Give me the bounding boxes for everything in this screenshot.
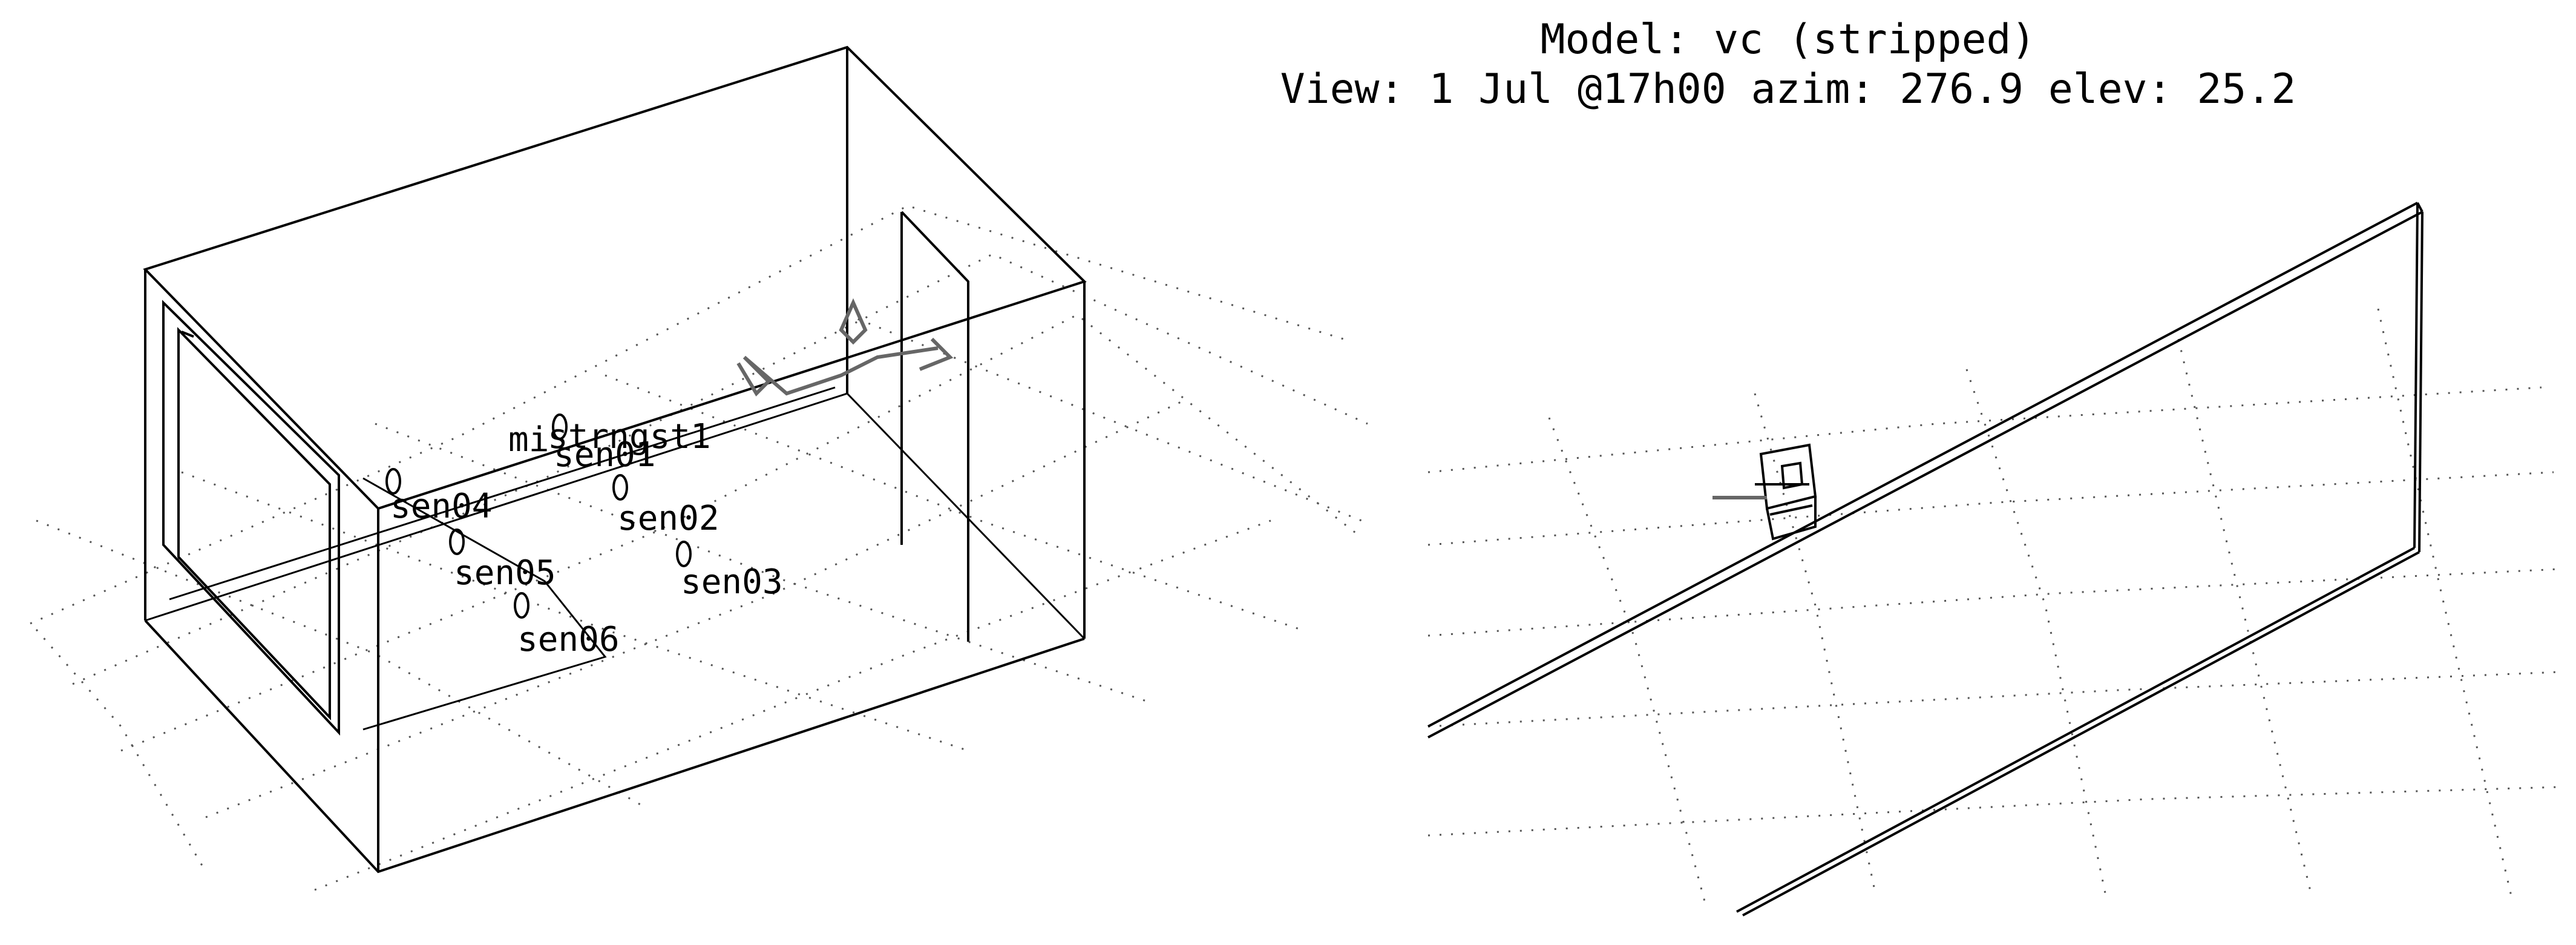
right-object xyxy=(1712,443,1817,541)
sensor-marker-sen02 xyxy=(676,541,692,567)
model-title: Model: vc (stripped) xyxy=(1541,16,2036,64)
sensor-label-sen04: sen04 xyxy=(390,487,493,526)
sensor-labels: mi sen01 strngst1 sen02 sen03 sen04 sen0… xyxy=(390,417,783,659)
orientation-markers xyxy=(736,298,954,397)
right-ground-grid xyxy=(1427,308,2560,909)
left-ground-grid xyxy=(30,205,1368,891)
view-info: View: 1 Jul @17h00 azim: 276.9 elev: 25.… xyxy=(1280,65,2296,113)
sensor-marker-sen04 xyxy=(385,468,401,495)
right-wall-wireframe xyxy=(1427,202,2424,917)
sensor-label-sen05: sen05 xyxy=(454,553,556,593)
sensor-label-mi: mi xyxy=(508,420,549,459)
sensor-label-sen01: sen01 xyxy=(554,435,656,475)
sensor-marker-sen05 xyxy=(449,528,465,555)
sensor-label-sen02: sen02 xyxy=(617,499,719,538)
left-window xyxy=(162,300,340,736)
sensor-markers xyxy=(385,413,692,619)
sensor-marker-sen06 xyxy=(514,592,529,619)
sensor-marker-mi xyxy=(552,413,568,440)
left-door xyxy=(900,211,969,642)
sensor-marker-sen01 xyxy=(612,474,628,501)
left-room-wireframe xyxy=(143,45,1087,874)
sensor-label-sen03: sen03 xyxy=(681,562,783,602)
sensor-label-sen06: sen06 xyxy=(517,620,620,659)
sensor-label-strngst1: strngst1 xyxy=(548,417,711,456)
